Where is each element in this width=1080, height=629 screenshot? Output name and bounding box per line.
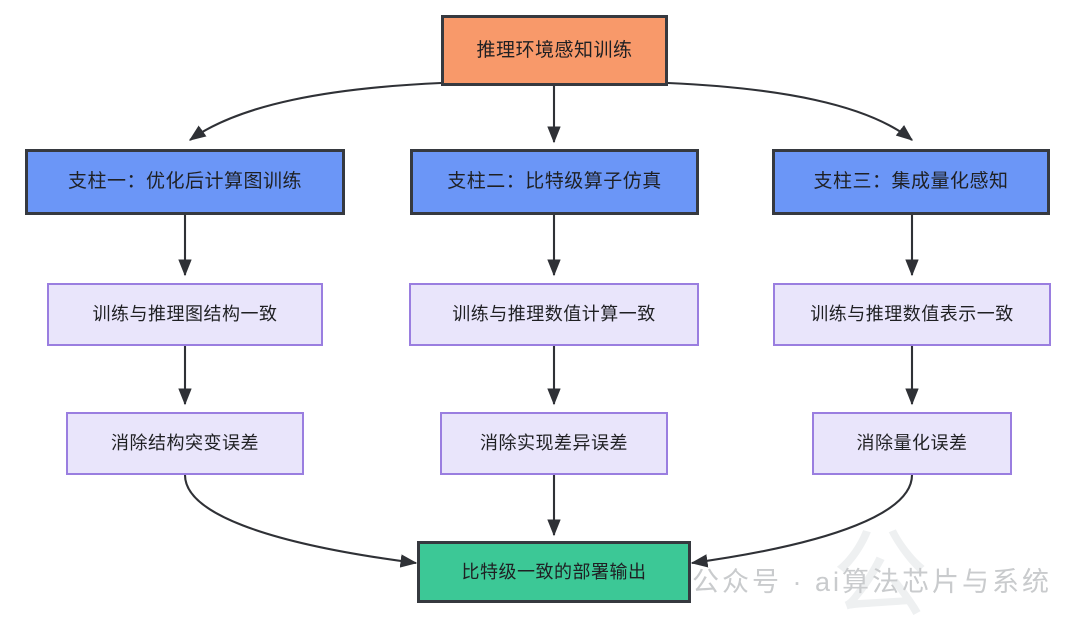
node-root[interactable]: 推理环境感知训练 [441,15,668,86]
node-consistency-2[interactable]: 训练与推理数值计算一致 [409,283,699,346]
node-pillar-2-label: 支柱二：比特级算子仿真 [447,171,662,193]
node-elimination-3[interactable]: 消除量化误差 [812,412,1012,475]
node-consistency-1[interactable]: 训练与推理图结构一致 [47,283,323,346]
node-root-label: 推理环境感知训练 [476,39,633,61]
watermark: 公众号 · ai算法芯片与系统 [638,560,1052,599]
node-pillar-1[interactable]: 支柱一：优化后计算图训练 [25,149,345,215]
node-elimination-1-label: 消除结构突变误差 [111,433,259,454]
node-consistency-1-label: 训练与推理图结构一致 [92,304,278,325]
node-pillar-1-label: 支柱一：优化后计算图训练 [67,171,302,193]
edge-root-to-pillar-3 [667,81,913,141]
node-output-label: 比特级一致的部署输出 [461,561,647,582]
node-pillar-3-label: 支柱三：集成量化感知 [813,171,1009,193]
node-pillar-3[interactable]: 支柱三：集成量化感知 [772,149,1050,215]
node-pillar-2[interactable]: 支柱二：比特级算子仿真 [410,149,699,215]
edge-root-to-pillar-1 [188,81,442,141]
watermark-ghost-glyph: 公 [832,522,928,629]
node-elimination-3-label: 消除量化误差 [856,433,968,454]
node-elimination-1[interactable]: 消除结构突变误差 [66,412,304,475]
edge-elimination-1-to-output [183,474,418,568]
node-output[interactable]: 比特级一致的部署输出 [417,541,691,603]
node-elimination-2[interactable]: 消除实现差异误差 [440,412,668,475]
node-elimination-2-label: 消除实现差异误差 [480,433,628,454]
watermark-text: 公众号 · ai算法芯片与系统 [692,567,1053,597]
node-consistency-3[interactable]: 训练与推理数值表示一致 [773,283,1051,346]
node-consistency-3-label: 训练与推理数值表示一致 [810,304,1014,325]
node-consistency-2-label: 训练与推理数值计算一致 [452,304,656,325]
